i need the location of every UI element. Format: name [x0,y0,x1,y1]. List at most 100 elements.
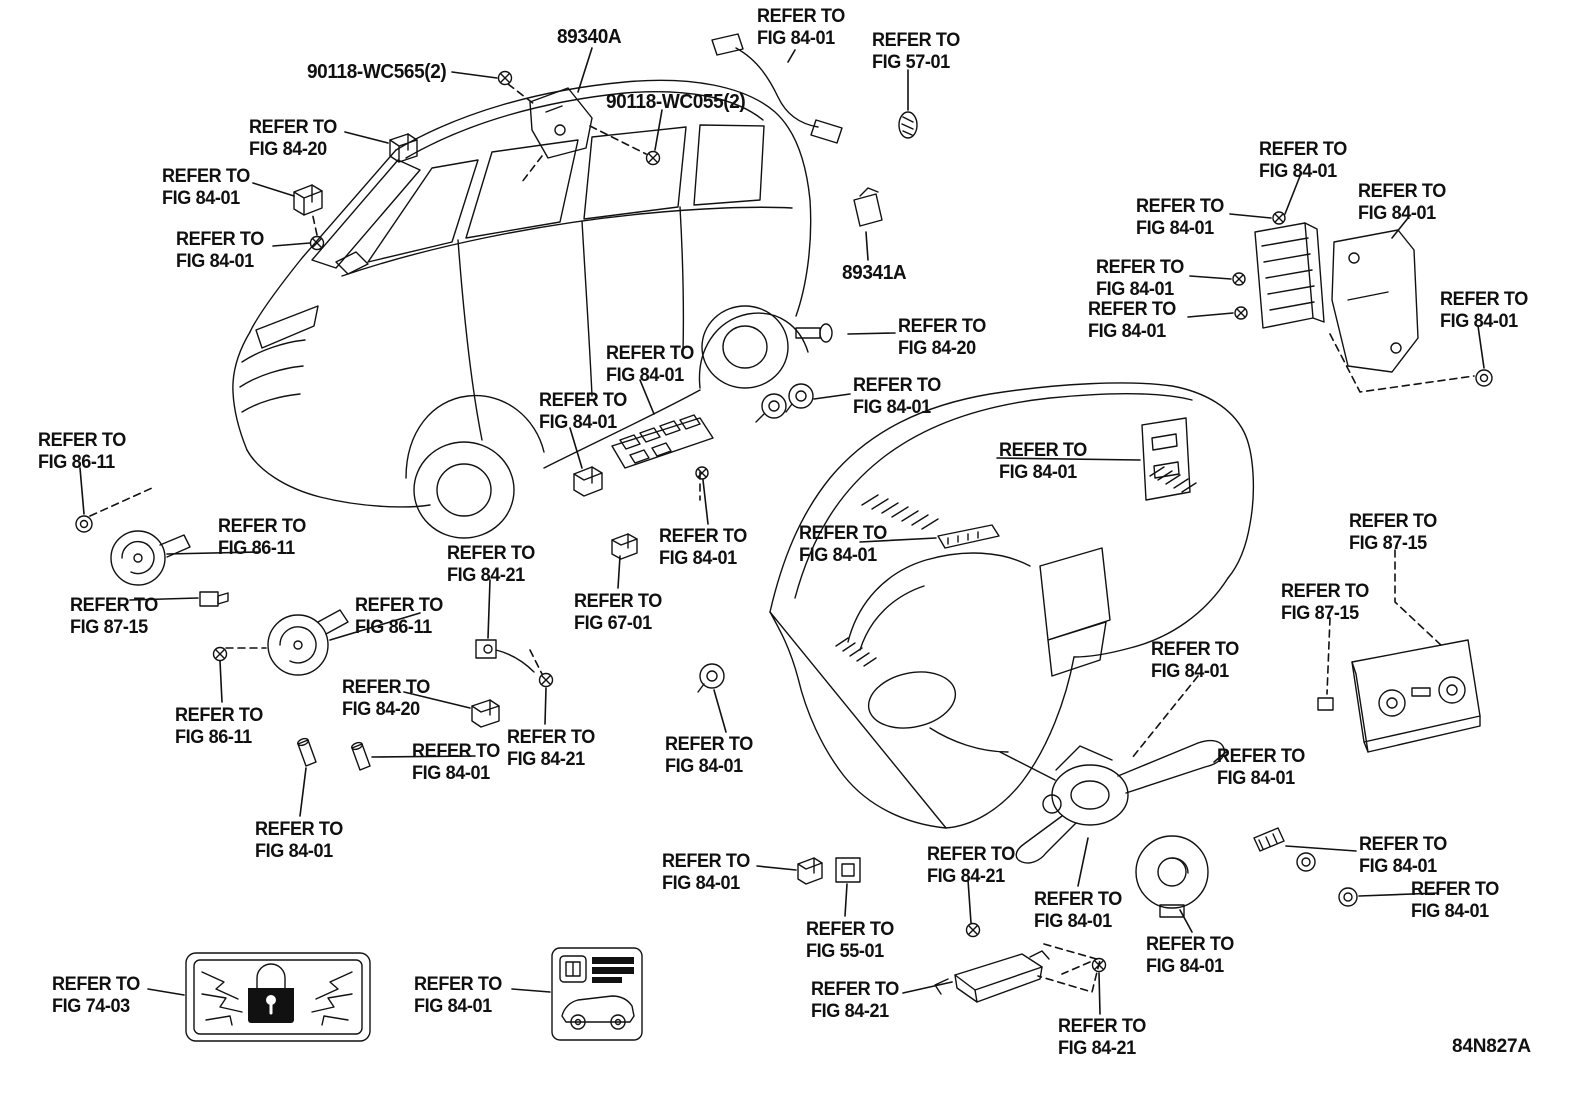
leader-line [713,689,727,733]
ref-label-line1: REFER TO [342,677,430,698]
ref-label-line2: FIG 86-11 [355,617,432,638]
leader-line [129,597,199,601]
leader-line [702,479,709,525]
front-wheel-arch [405,394,545,479]
ref-label-line1: REFER TO [1136,196,1224,217]
leader-line [252,182,295,197]
leader-line [1391,217,1409,239]
leader-line [403,691,471,709]
mounting-construction-lines [1329,333,1475,393]
ref-label-line1: REFER TO [1151,639,1239,660]
ref-label-line2: FIG 84-01 [853,397,931,418]
leader-line [1229,213,1272,219]
ref-label-line2: FIG 84-01 [1440,311,1518,332]
switch-part [293,184,323,216]
ref-label-line2: FIG 84-01 [1146,956,1224,977]
power-window-switch-assembly [611,414,714,469]
ref-label-line2: FIG 84-01 [1217,768,1295,789]
leader-line [577,47,593,93]
ref-label-line1: REFER TO [1411,879,1499,900]
ref-label-line2: FIG 57-01 [872,52,950,73]
round-grommet-part [1338,887,1358,907]
drawing-number: 84N827A [1452,1036,1531,1057]
screw-part [497,70,513,86]
combination-switch-assembly [1015,739,1225,864]
screw-part [965,922,981,938]
round-sensor-part [697,663,725,693]
leader-line [219,660,223,703]
leader-line [1179,909,1193,933]
ref-label-line2: FIG 84-20 [898,338,976,359]
rear-wheel [701,305,789,389]
mounting-construction-lines [507,83,647,183]
ref-label-line2: FIG 86-11 [38,452,115,473]
leader-lines-solid [79,47,1485,1015]
ref-label-line1: REFER TO [606,343,694,364]
ref-label-line1: REFER TO [1058,1016,1146,1037]
ref-label-line2: FIG 84-01 [1151,661,1229,682]
ref-label-line1: REFER TO [1096,257,1184,278]
ref-label-line2: FIG 84-01 [659,548,737,569]
ref-label-line1: REFER TO [999,440,1087,461]
ref-label-line1: REFER TO [249,117,337,138]
ref-label-line2: FIG 84-01 [1359,856,1437,877]
ref-label-line1: REFER TO [1146,934,1234,955]
ref-label-line2: FIG 84-01 [757,28,835,49]
harness-cable-part [711,33,843,144]
ref-label-line2: FIG 84-01 [1411,901,1489,922]
ref-label-line1: REFER TO [162,166,250,187]
heater-control-panel [1351,639,1481,753]
leader-line [844,883,848,917]
leader-line [1077,837,1089,887]
ref-label-line2: FIG 84-01 [662,873,740,894]
ref-label-line2: FIG 86-11 [175,727,252,748]
leader-line [299,767,307,817]
leader-line [487,579,491,639]
single-switch-part [573,466,603,497]
switch-part [797,857,823,885]
ref-label-line1: REFER TO [872,30,960,51]
ref-label-line1: REFER TO [176,229,264,250]
leader-line [451,71,498,79]
grommet-part [898,111,918,139]
ref-label-line1: REFER TO [1034,889,1122,910]
ref-label-line2: FIG 84-01 [1259,161,1337,182]
screw-part [212,646,228,662]
mounting-construction-lines [1037,943,1101,993]
ref-label-line1: REFER TO [1281,581,1369,602]
ref-label-line1: REFER TO [175,705,263,726]
ref-label-line1: REFER TO [1088,299,1176,320]
airbag-ecu-part [934,950,1050,1003]
leader-line [1326,617,1331,695]
ref-label-line1: REFER TO [1259,139,1347,160]
ref-label-line1: REFER TO [414,974,502,995]
panel-bracket-part [1141,417,1191,501]
mounting-construction-lines [89,487,267,649]
headlight [255,305,319,349]
ref-label-line2: FIG 87-15 [70,617,148,638]
ref-label-line1: REFER TO [539,390,627,411]
switch-part [611,533,638,560]
screw-part [1234,306,1248,320]
